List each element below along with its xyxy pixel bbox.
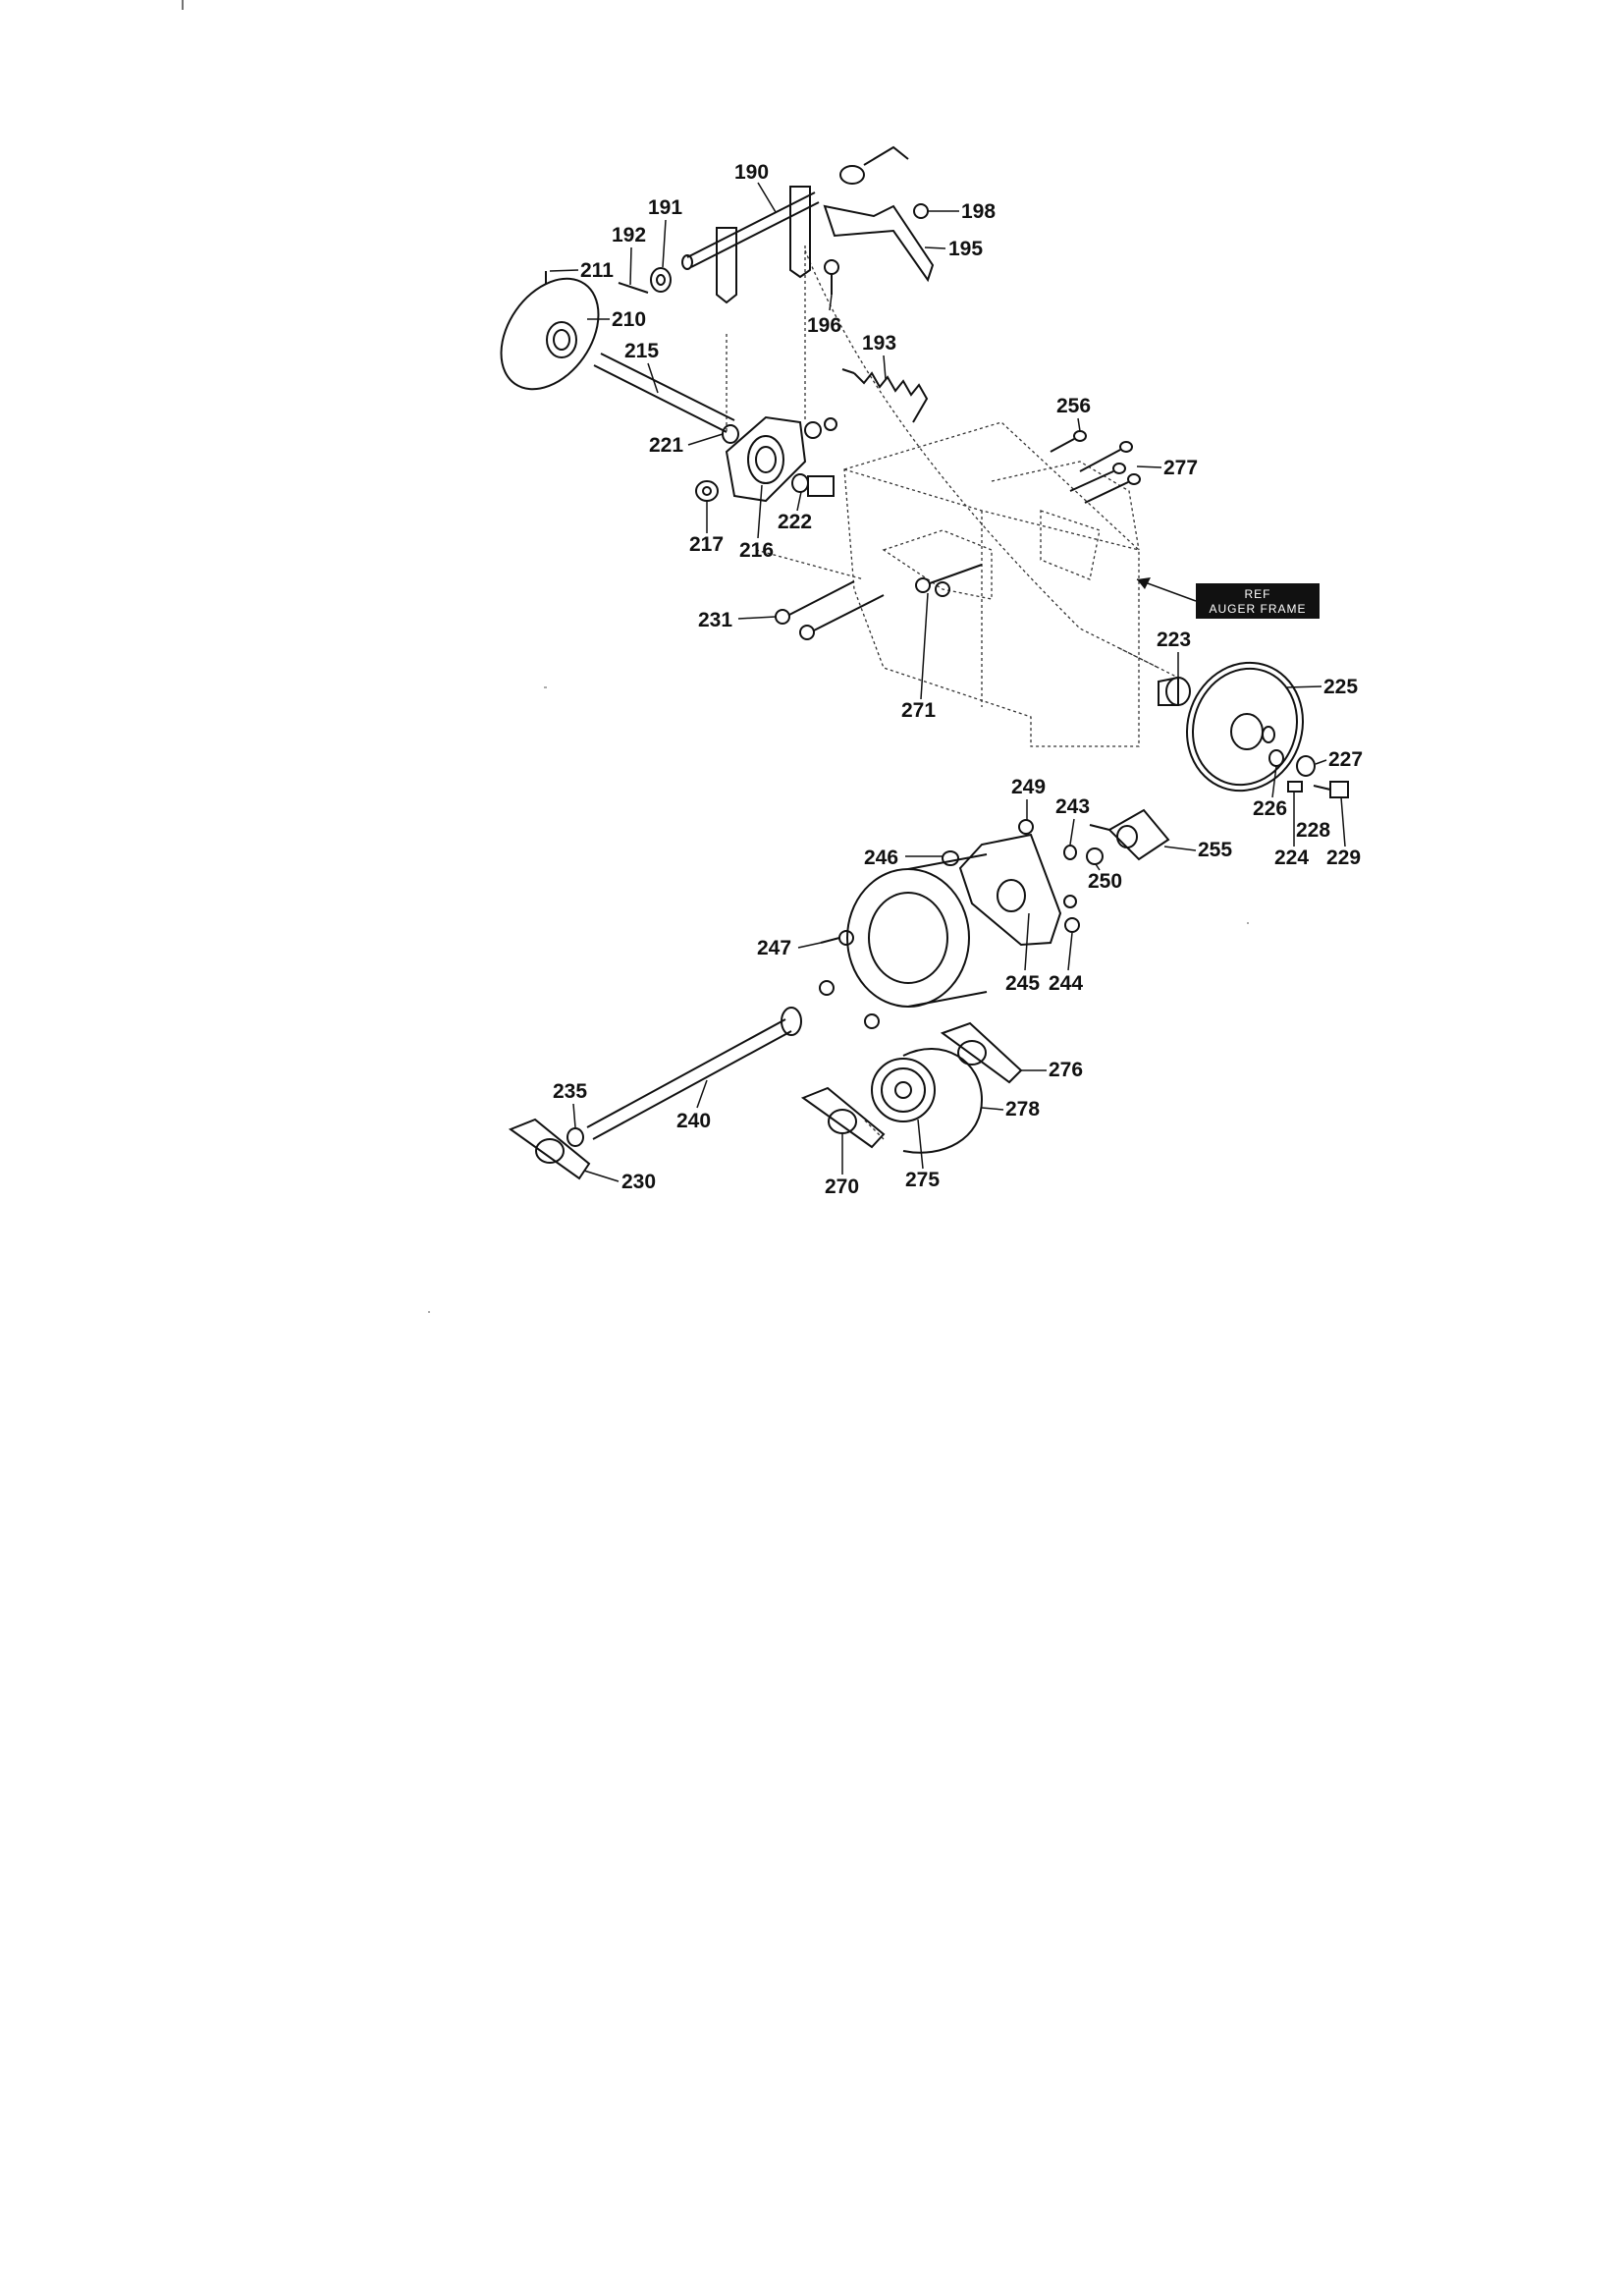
part-246-wheel-housing	[846, 853, 988, 1008]
label-277: 277	[1163, 457, 1198, 479]
part-226-washer	[1268, 749, 1284, 767]
label-226: 226	[1253, 797, 1287, 820]
part-196-bolt	[824, 259, 839, 295]
label-225: 225	[1323, 676, 1358, 698]
label-230: 230	[621, 1171, 656, 1193]
part-245-frame-plate	[958, 833, 1062, 947]
part-227-washer	[1296, 755, 1316, 777]
label-256: 256	[1056, 395, 1091, 417]
part-246-washer	[942, 850, 959, 866]
part-axle-nut-a	[819, 980, 835, 996]
label-216: 216	[739, 539, 774, 562]
part-244-nut-b	[1064, 917, 1080, 933]
part-235-washer	[566, 1127, 584, 1147]
part-198-nut	[913, 203, 929, 219]
part-247-bolt	[820, 930, 854, 946]
part-244-nut-a	[1063, 895, 1077, 908]
part-270-bearing-flange	[800, 1086, 886, 1149]
label-192: 192	[612, 224, 646, 246]
label-255: 255	[1198, 839, 1232, 861]
label-246: 246	[864, 847, 898, 869]
label-227: 227	[1328, 748, 1363, 771]
part-225-drive-pulley	[1186, 661, 1304, 793]
part-192-pin	[618, 282, 649, 294]
label-191: 191	[648, 196, 682, 219]
part-215-hex-shaft	[593, 353, 735, 433]
label-228: 228	[1296, 819, 1330, 842]
part-276-bearing-flange	[940, 1021, 1023, 1084]
part-washer-216-b	[824, 417, 837, 431]
label-210: 210	[612, 308, 646, 331]
label-276: 276	[1049, 1059, 1083, 1081]
part-193-spring	[841, 368, 929, 423]
label-217: 217	[689, 533, 724, 556]
part-228-key	[1287, 781, 1303, 793]
label-249: 249	[1011, 776, 1046, 798]
label-275: 275	[905, 1169, 940, 1191]
label-195: 195	[948, 238, 983, 260]
part-277-bolts	[1069, 441, 1141, 504]
part-230-bearing-flange	[508, 1118, 591, 1180]
ref-badge-line2: AUGER FRAME	[1209, 602, 1306, 616]
leader-lines	[549, 182, 1346, 1182]
part-washer-216-a	[804, 421, 822, 439]
label-235: 235	[553, 1080, 587, 1103]
label-222: 222	[778, 511, 812, 533]
part-250-washer	[1086, 847, 1104, 865]
part-231-bolts	[775, 580, 885, 640]
part-210-friction-disc	[500, 271, 600, 391]
label-198: 198	[961, 200, 996, 223]
label-244: 244	[1049, 972, 1083, 995]
label-193: 193	[862, 332, 896, 355]
part-249-nut	[1018, 819, 1034, 835]
label-271: 271	[901, 699, 936, 722]
part-221-washer	[722, 424, 739, 444]
ref-badge-line1: REF	[1245, 587, 1271, 601]
label-215: 215	[624, 340, 659, 362]
auger-frame-outline	[726, 246, 1179, 747]
part-243-washer	[1063, 845, 1077, 860]
part-195-arm	[823, 145, 935, 283]
part-275-sprocket	[871, 1058, 936, 1122]
label-240: 240	[676, 1110, 711, 1132]
label-224: 224	[1274, 847, 1309, 869]
label-196: 196	[807, 314, 841, 337]
part-240-axle-shaft	[586, 1007, 802, 1140]
label-229: 229	[1326, 847, 1361, 869]
part-191-bushing	[650, 267, 672, 293]
part-222-spacer	[791, 473, 835, 497]
part-256-bolt	[1050, 430, 1087, 453]
part-190-shaft	[681, 186, 820, 304]
part-255-bearing-flange	[1089, 808, 1170, 861]
part-271-bolts	[915, 564, 983, 597]
label-243: 243	[1055, 795, 1090, 818]
label-247: 247	[757, 937, 791, 959]
label-223: 223	[1157, 629, 1191, 651]
label-190: 190	[734, 161, 769, 184]
label-278: 278	[1005, 1098, 1040, 1121]
label-245: 245	[1005, 972, 1040, 995]
part-axle-nut-b	[864, 1013, 880, 1029]
part-labels: 190 191 192 193 195 196 198 210 211 215 …	[553, 161, 1363, 1198]
ref-auger-frame-badge: REF AUGER FRAME	[1136, 577, 1320, 619]
label-231: 231	[698, 609, 732, 631]
label-211: 211	[580, 259, 614, 282]
part-217-washer	[695, 480, 719, 502]
label-270: 270	[825, 1175, 859, 1198]
label-250: 250	[1088, 870, 1122, 893]
part-278-chain	[863, 1047, 984, 1154]
part-223-spacer	[1158, 676, 1191, 706]
part-229-bolt	[1313, 781, 1349, 798]
part-216-bearing-housing	[725, 415, 807, 503]
label-221: 221	[649, 434, 683, 457]
